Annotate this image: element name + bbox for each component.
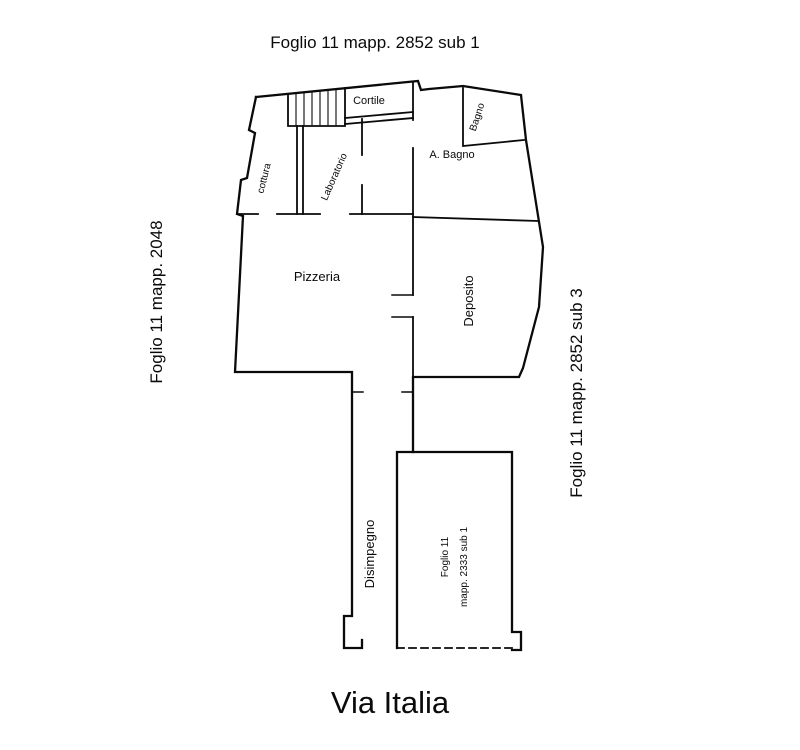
room-label-pizzeria: Pizzeria [294, 269, 341, 284]
room-label-deposito: Deposito [461, 275, 476, 326]
parcel-label-left: Foglio 11 mapp. 2048 [147, 220, 166, 383]
outer-wall-left [233, 95, 364, 650]
room-label-a-bagno: A. Bagno [429, 149, 474, 161]
inner-parcel-label-line2: mapp. 2333 sub 1 [459, 527, 470, 607]
room-label-bagno: Bagno [468, 101, 488, 132]
stairs-outline [287, 87, 346, 127]
door-ticks [351, 294, 414, 393]
outer-wall-top [254, 79, 545, 454]
stairs-hatch [295, 88, 337, 127]
bagno-room-walls [462, 87, 525, 147]
parcel-label-right: Foglio 11 mapp. 2852 sub 3 [567, 288, 586, 498]
room-label-cortile: Cortile [353, 95, 385, 107]
room-label-cottura: cottura [256, 162, 274, 195]
room-label-disimpegno: Disimpegno [362, 520, 377, 589]
inner-parcel-label-line1: Foglio 11 [440, 536, 451, 577]
cottura-laboratorio-wall [296, 125, 304, 215]
room-label-laboratorio: Laboratorio [319, 151, 350, 202]
parcel-label-top: Foglio 11 mapp. 2852 sub 1 [270, 33, 480, 52]
lower-parcel-walls [395, 450, 523, 652]
cortile-wall [344, 111, 414, 125]
abagno-bottom-wall [412, 216, 539, 222]
street-label: Via Italia [331, 685, 450, 720]
